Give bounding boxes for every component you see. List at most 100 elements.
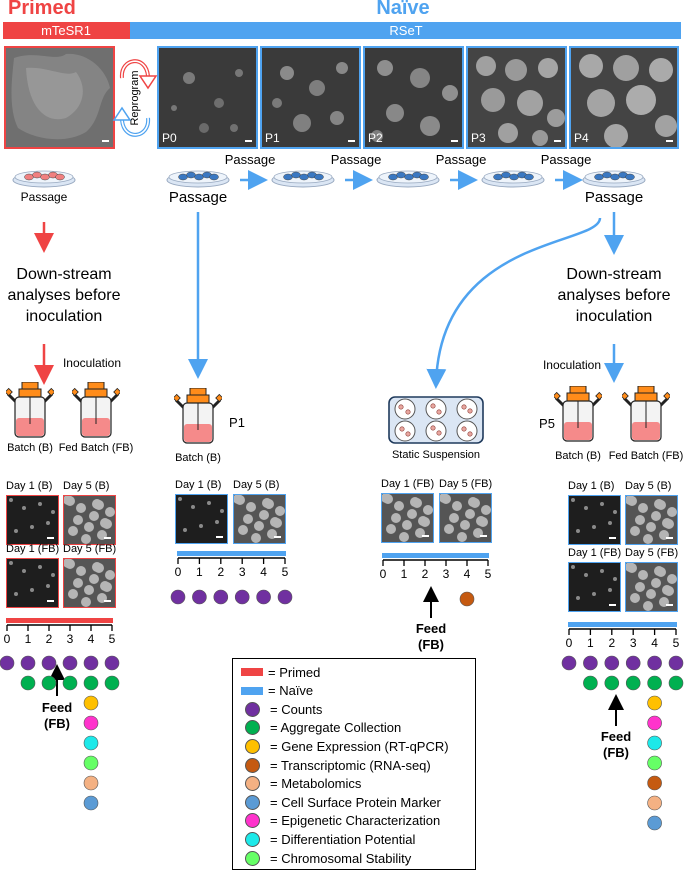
assay-dot-differentiation: [647, 735, 662, 751]
day-label: Day 1 (B): [568, 480, 615, 492]
assay-dot-counts: [583, 655, 598, 671]
micrograph-primed-day5-batch: [63, 495, 116, 545]
assay-dot-counts: [561, 655, 577, 671]
day-label: Day 1 (B): [6, 480, 53, 492]
legend-dot-swatch: [245, 813, 260, 829]
micrograph-static-day5-fb: [439, 493, 492, 543]
legend-dot-swatch: [245, 794, 260, 810]
vessel-label-static: Static Suspension: [391, 449, 481, 461]
legend-dot-swatch: [245, 850, 260, 866]
assay-dot-cell-surface: [83, 795, 99, 811]
legend-dot-swatch: [245, 720, 260, 736]
assay-dot-aggregate-collection: [604, 675, 620, 691]
vessel-label-batch: Batch (B): [7, 442, 53, 454]
assay-dot-aggregate-collection: [647, 675, 662, 691]
micrograph-primed-day1-fb: [6, 558, 59, 608]
timeline-tick-label: 1: [401, 567, 408, 581]
assay-dot-counts: [62, 655, 78, 671]
downstream-text-naive: inoculation: [575, 308, 653, 325]
legend-label: = Primed: [268, 664, 321, 680]
legend: = Primed= Naïve= Counts= Aggregate Colle…: [232, 658, 476, 870]
legend-bar-swatch: [241, 668, 263, 676]
assay-dot-counts: [604, 655, 620, 671]
assay-dot-counts: [234, 589, 250, 605]
assay-dot-aggregate-collection: [668, 675, 684, 691]
p3-texture: [476, 56, 565, 146]
assay-dot-transcriptomic: [647, 775, 662, 791]
timeline-tick-label: 4: [464, 567, 471, 581]
legend-entry: = Aggregate Collection: [241, 719, 401, 737]
timeline-tick-label: 1: [196, 565, 203, 579]
legend-entry: = Naïve: [241, 682, 313, 700]
assay-dot-gene-expression: [83, 695, 99, 711]
vessel-label-p5: P5: [539, 416, 555, 431]
legend-dot-swatch: [245, 738, 260, 754]
legend-entry: = Chromosomal Stability: [241, 849, 411, 867]
feed-label: Feed: [415, 621, 447, 636]
day-label: Day 5 (FB): [439, 478, 493, 490]
bioreactor-vessel-fed-batch: [622, 386, 670, 442]
feed-label: Feed: [600, 729, 632, 744]
legend-entry: = Transcriptomic (RNA-seq): [241, 756, 431, 774]
p0-texture: [171, 69, 243, 133]
vessel-label-p1: P1: [229, 415, 245, 430]
day-label: Day 1 (B): [175, 479, 222, 491]
timeline-tick-label: 3: [239, 565, 246, 579]
passage-image-label: P1: [265, 131, 280, 145]
day-label: Day 1 (FB): [568, 547, 622, 559]
legend-entry: = Differentiation Potential: [241, 830, 415, 848]
vessel-label-batch: Batch (B): [175, 452, 221, 464]
assay-dot-metabolomics: [647, 795, 662, 811]
assay-dot-counts: [192, 589, 207, 605]
downstream-text-primed: Down-stream: [16, 266, 112, 283]
assay-dot-aggregate-collection: [104, 675, 120, 691]
assay-dot-epigenetic: [83, 715, 99, 731]
assay-dot-aggregate-collection: [62, 675, 78, 691]
passage-image-p2: P2: [363, 46, 464, 149]
legend-dot-swatch: [245, 831, 260, 847]
legend-entry: = Metabolomics: [241, 775, 361, 793]
feed-label: Feed: [41, 700, 73, 715]
timeline-bar: [177, 551, 286, 556]
micrograph-p5-day5-batch: [625, 495, 678, 545]
timeline-tick-label: 2: [422, 567, 429, 581]
timeline-bar: [6, 618, 113, 623]
assay-dot-chromosomal: [647, 755, 662, 771]
legend-entry: = Cell Surface Protein Marker: [241, 793, 441, 811]
assay-dot-aggregate-collection: [20, 675, 36, 691]
passage-image-label: P4: [574, 131, 589, 145]
micrograph-p5-day1-fb: [568, 562, 621, 612]
micrograph-primed-day1-batch: [6, 495, 59, 545]
primed-medium-label: mTeSR1: [41, 23, 91, 38]
timeline-tick-label: 5: [282, 565, 289, 579]
passage-dish-naive: [166, 170, 230, 188]
timeline-tick-label: 4: [88, 632, 95, 646]
assay-dot-counts: [0, 655, 15, 671]
passage-dish-naive: [582, 170, 646, 188]
passage-dish-naive: [481, 170, 545, 188]
timeline-bar: [568, 622, 677, 627]
day-label: Day 5 (FB): [63, 543, 117, 555]
micrograph-primed-day5-fb: [63, 558, 116, 608]
assay-dot-counts: [41, 655, 57, 671]
feed-label: (FB): [418, 637, 444, 652]
static-suspension-plate: [388, 396, 484, 444]
assay-dot-epigenetic: [647, 715, 662, 731]
bioreactor-vessel-batch: [174, 388, 222, 444]
feed-label: (FB): [44, 716, 70, 731]
micrograph-p5-day1-batch: [568, 495, 621, 545]
timeline-tick-label: 1: [25, 632, 32, 646]
inoculation-label-naive: Inoculation: [542, 358, 602, 372]
downstream-text-primed: inoculation: [25, 308, 103, 325]
assay-dot-gene-expression: [647, 695, 662, 711]
passage-dish-naive: [271, 170, 335, 188]
assay-dot-counts: [668, 655, 684, 671]
assay-dot-counts: [170, 589, 186, 605]
timeline-tick-label: 0: [4, 632, 11, 646]
p4-texture: [579, 54, 677, 147]
